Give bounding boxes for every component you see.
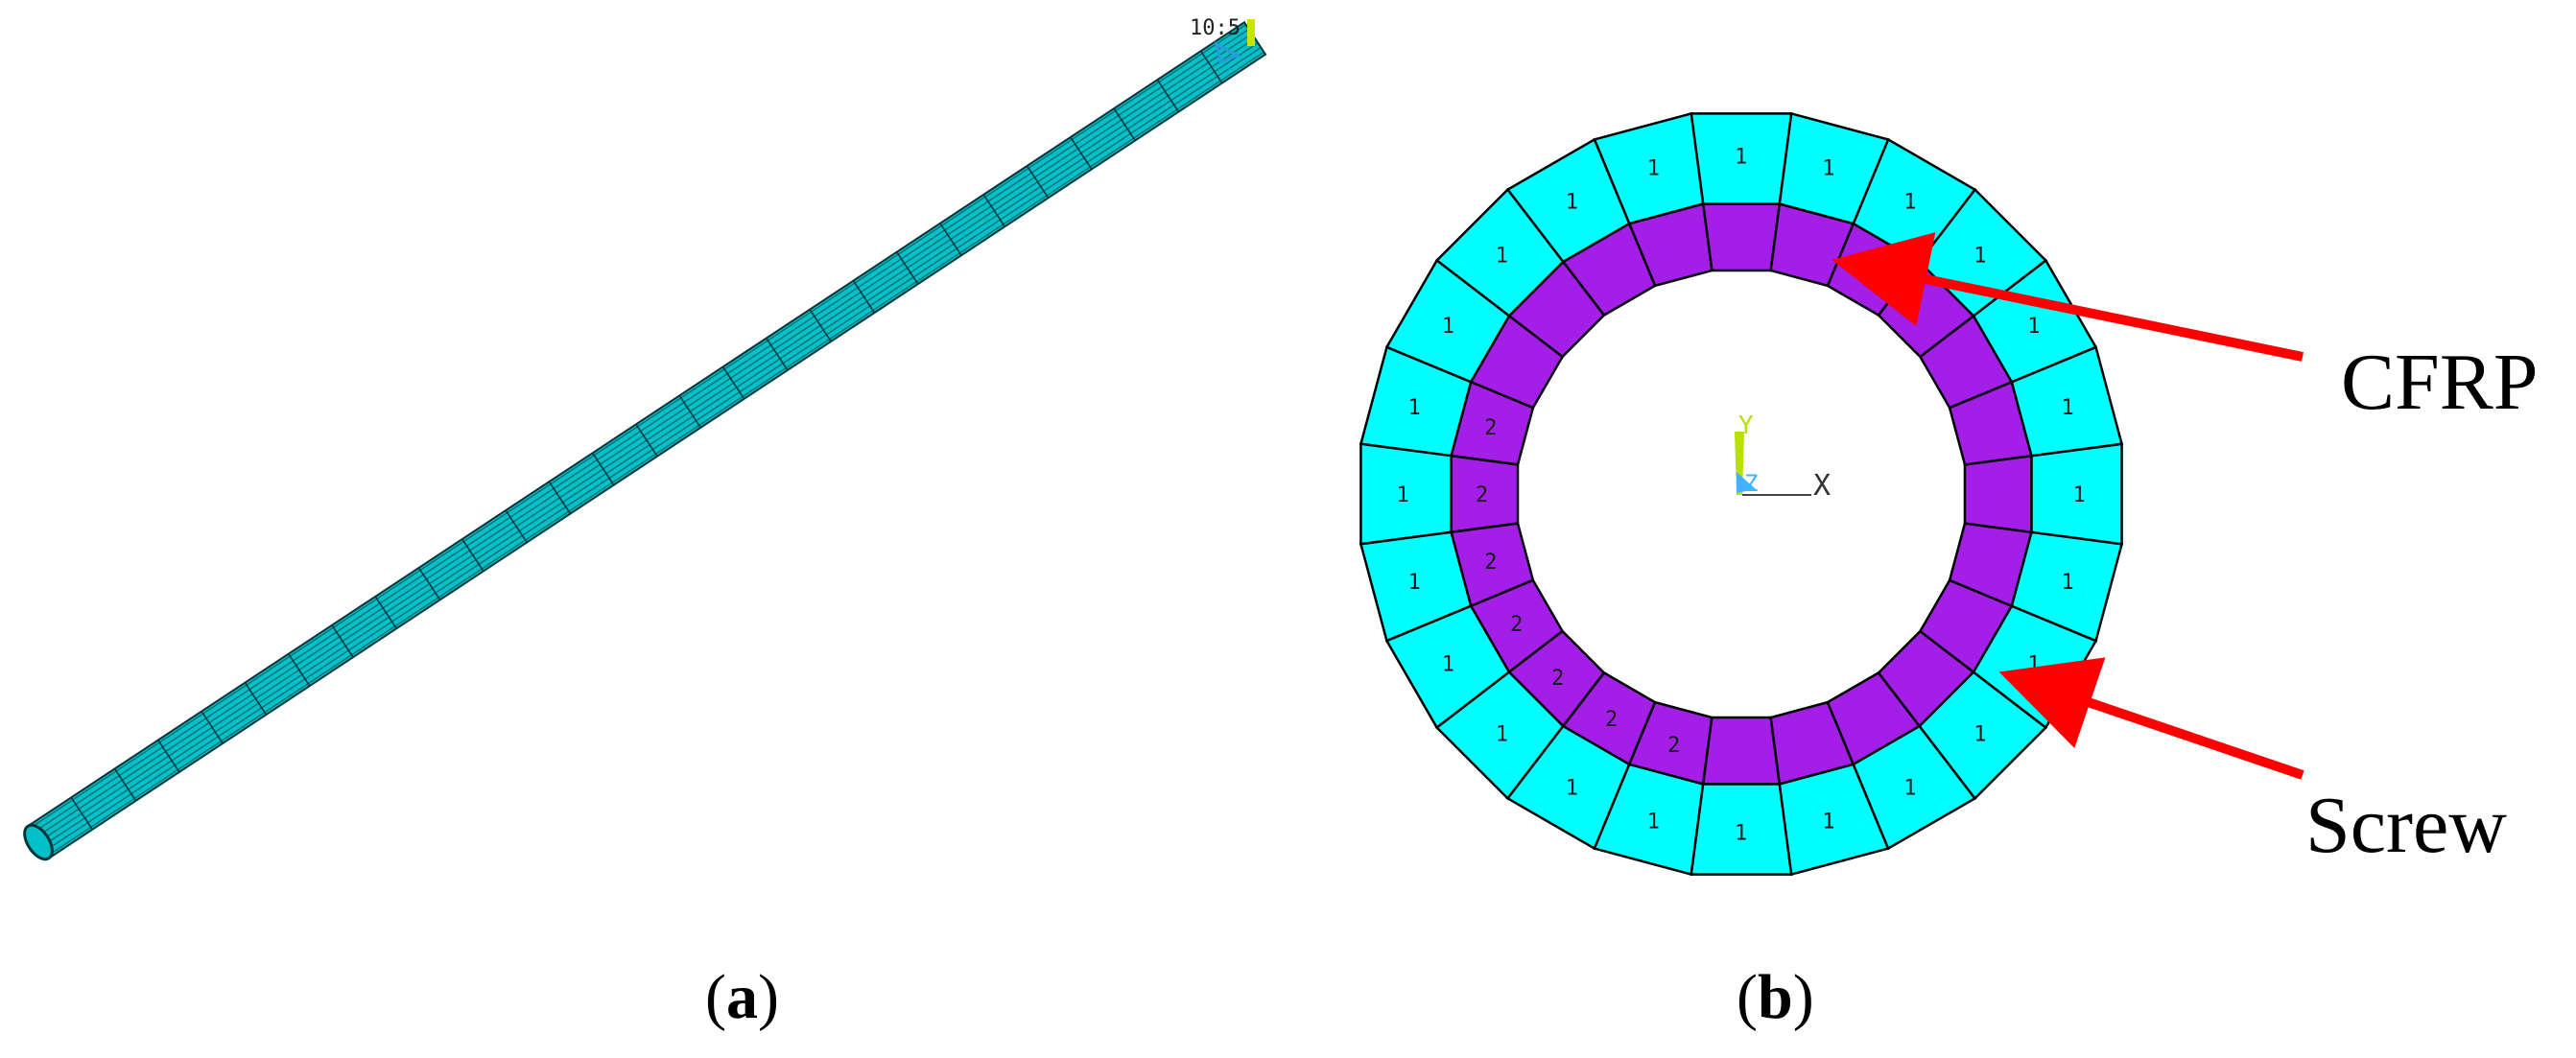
tube-hoop-line bbox=[505, 509, 528, 543]
tube-hoop-line bbox=[157, 740, 180, 773]
panel-a-caption: (a) bbox=[705, 962, 779, 1032]
inner-element bbox=[1701, 202, 1782, 272]
axis-z-label: Z bbox=[1744, 470, 1758, 497]
tube-hoop-line bbox=[809, 309, 832, 342]
tube-hoop-line bbox=[1200, 50, 1223, 84]
outer-element-label: 1 bbox=[2027, 315, 2040, 339]
outer-element-label: 1 bbox=[1973, 722, 1986, 746]
screw-label: Screw bbox=[2305, 781, 2507, 870]
tube-hoop-line bbox=[113, 768, 137, 802]
inner-element-label: 2 bbox=[1476, 483, 1488, 507]
axis-z-arrow bbox=[1737, 472, 1756, 493]
tube-hoop-line bbox=[201, 711, 224, 744]
axis-y-label: Y bbox=[1738, 411, 1754, 440]
outer-element-label: 1 bbox=[1442, 315, 1454, 339]
inner-element bbox=[1701, 716, 1782, 786]
outer-element-label: 1 bbox=[1735, 146, 1747, 170]
inner-element-label: 2 bbox=[1605, 708, 1618, 732]
axis-x-label: X bbox=[1813, 469, 1831, 503]
inner-element-label: 2 bbox=[1667, 734, 1680, 758]
tube-hoop-line bbox=[288, 653, 311, 687]
outer-element-label: 1 bbox=[1735, 822, 1747, 846]
outer-element-label: 1 bbox=[1566, 191, 1578, 215]
outer-element-label: 1 bbox=[1496, 245, 1508, 269]
outer-element-label: 1 bbox=[1822, 810, 1834, 834]
panel-b-ring: 1 1 1 1 1 1 2 1 2 1 2 1 2 1 2 1 2 1 2 1 1 1 1 1 1 1 1 1 1 1 1 Y Z X bbox=[1359, 111, 2304, 877]
outer-element-label: 1 bbox=[2073, 483, 2086, 507]
outer-element-label: 1 bbox=[1647, 810, 1660, 834]
tube-hoop-line bbox=[1070, 136, 1093, 170]
tube-hoop-line bbox=[592, 452, 615, 486]
outer-element-label: 1 bbox=[2027, 652, 2040, 676]
outer-ring-elements bbox=[1359, 111, 2124, 877]
outer-element-label: 1 bbox=[1397, 483, 1409, 507]
corner-label: 10:5 bbox=[1190, 16, 1241, 40]
tube-hoop-line bbox=[548, 481, 572, 514]
inner-element-label: 2 bbox=[1484, 416, 1497, 440]
corner-triad-icon bbox=[1214, 19, 1255, 63]
tube-hoop-line bbox=[635, 423, 658, 458]
inner-element-label: 2 bbox=[1510, 613, 1523, 637]
tube-mesh bbox=[26, 20, 1267, 860]
tube-hoop-line bbox=[852, 280, 876, 314]
outer-element-label: 1 bbox=[1903, 191, 1916, 215]
tube-hoop-line bbox=[721, 366, 745, 400]
tube-hoop-line bbox=[331, 624, 354, 658]
outer-element-label: 1 bbox=[1496, 722, 1508, 746]
tube-hoop-line bbox=[374, 596, 397, 629]
outer-element-label: 1 bbox=[2061, 396, 2073, 420]
tube-hoop-line bbox=[939, 223, 962, 256]
screw-arrow bbox=[1998, 657, 2304, 780]
panel-b-caption: (b) bbox=[1737, 962, 1814, 1032]
outer-element-label: 1 bbox=[1408, 396, 1421, 420]
inner-element bbox=[1963, 454, 2033, 534]
panel-a-tube: 10:5 bbox=[23, 16, 1267, 861]
outer-element-label: 1 bbox=[1822, 157, 1834, 181]
cfrp-label: CFRP bbox=[2341, 338, 2539, 427]
outer-element-label: 1 bbox=[1442, 652, 1454, 676]
inner-element-label: 2 bbox=[1551, 667, 1564, 691]
axis-triad: Y Z X bbox=[1735, 411, 1831, 503]
outer-element-label: 1 bbox=[1647, 157, 1660, 181]
cfrp-arrow bbox=[1832, 232, 2304, 362]
tube-hoop-line bbox=[896, 251, 919, 285]
tube-hoop-line bbox=[678, 394, 701, 429]
outer-element-label: 1 bbox=[1903, 776, 1916, 800]
tube-end-cap bbox=[23, 823, 54, 861]
tube-hoop-line bbox=[70, 796, 93, 831]
tube-hoop-line bbox=[1156, 79, 1180, 112]
tube-hoop-line bbox=[982, 194, 1005, 227]
element-labels: 1 1 1 1 1 1 2 1 2 1 2 1 2 1 2 1 2 1 2 1 1 1 1 1 1 1 1 1 1 1 1 bbox=[1397, 146, 2086, 846]
tube-hoop-line bbox=[417, 567, 441, 600]
tube-hoop-line bbox=[766, 338, 789, 371]
outer-element-label: 1 bbox=[2061, 571, 2073, 595]
outer-element-label: 1 bbox=[1566, 776, 1578, 800]
inner-element-label: 2 bbox=[1484, 551, 1497, 575]
outer-element-label: 1 bbox=[1973, 245, 1986, 269]
tube-hoop-line bbox=[244, 682, 268, 716]
outer-element-label: 1 bbox=[1408, 571, 1421, 595]
inner-ring-elements bbox=[1450, 202, 2033, 786]
tube-hoop-line bbox=[1113, 107, 1136, 141]
tube-hoop-line bbox=[461, 538, 484, 572]
tube-hoop-line bbox=[1026, 165, 1050, 199]
